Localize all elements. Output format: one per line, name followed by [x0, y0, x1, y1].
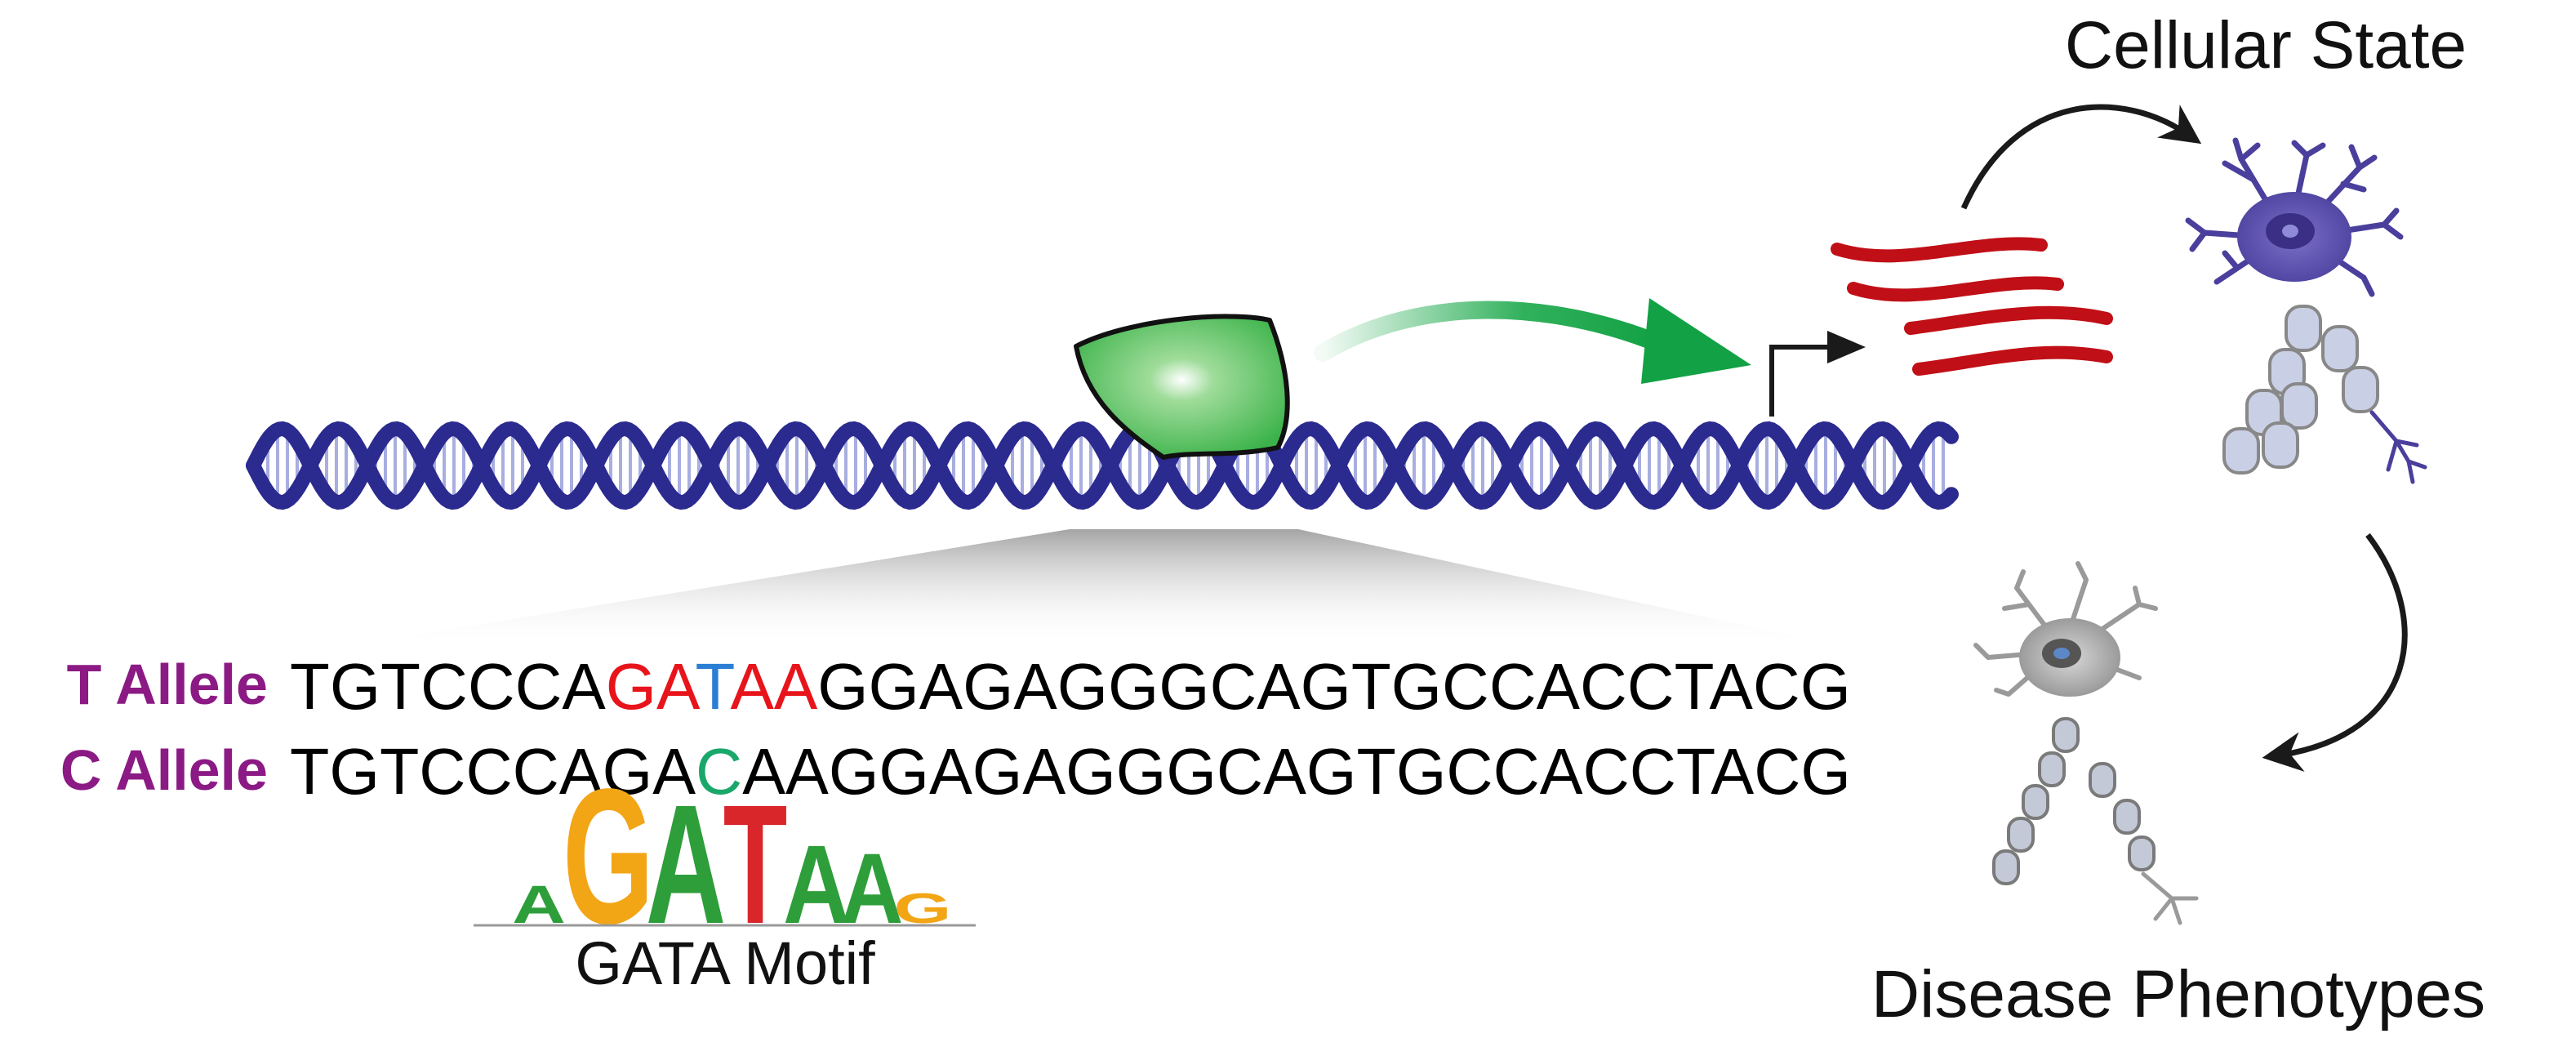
transcription-factor-protein [1074, 314, 1290, 460]
sequence-segment: TGTCCCAGA [290, 735, 696, 808]
healthy-neuron-icon [2185, 137, 2427, 484]
activation-arrow [1314, 301, 1666, 362]
motif-logo-letter: A [646, 770, 726, 960]
mrna-strand [1831, 237, 2048, 263]
mrna-strand [1912, 345, 2113, 376]
transcription-start-site [1769, 331, 1866, 417]
activation-arrow-head-icon [1641, 298, 1751, 384]
sequence-segment: TGTCCCA [290, 650, 606, 723]
zoom-cone [351, 529, 1837, 645]
sequence-segment: C [696, 735, 742, 808]
disease-phenotypes-label: Disease Phenotypes [1871, 957, 2485, 1031]
motif-logo-letter: T [723, 769, 788, 959]
mrna-strand [1847, 276, 2064, 302]
to-disease-arrow [2262, 532, 2408, 772]
tss-arrowhead-icon [1827, 331, 1866, 363]
mrna-strand [1904, 305, 2113, 335]
allele-row: C Allele TGTCCCAGACAAGGAGAGGGCAGTGCCACCT… [60, 735, 1851, 808]
sequence-segment: GGAGAGGGCAGTGCCACCTACG [817, 650, 1851, 723]
sequence-segment: AA [730, 650, 817, 723]
c-allele-label: C Allele [60, 738, 268, 802]
t-allele-label: T Allele [67, 653, 268, 716]
c-allele-sequence: TGTCCCAGACAAGGAGAGGGCAGTGCCACCTACG [290, 735, 1851, 808]
sequence-segment: GA [606, 650, 701, 723]
allele-row: T Allele TGTCCCAGATAAGGAGAGGGCAGTGCCACCT… [67, 650, 1851, 723]
to-cellular-state-arrow [1960, 104, 2202, 210]
motif-logo-letter: G [563, 749, 654, 964]
cellular-state-label: Cellular State [2065, 8, 2467, 82]
sequence-segment: T [695, 650, 734, 723]
diseased-neuron-icon [1973, 561, 2199, 925]
t-allele-sequence: TGTCCCAGATAAGGAGAGGGCAGTGCCACCTACG [290, 650, 1851, 723]
gata-motif-logo: AGATAAG [474, 749, 976, 965]
dna-strand-2 [246, 421, 1959, 510]
sequence-segment: AAGGAGAGGGCAGTGCCACCTACG [742, 735, 1851, 808]
gata-motif-caption: GATA Motif [575, 929, 875, 997]
mrna-transcripts [1831, 237, 2113, 376]
dna-helix [246, 421, 1959, 510]
